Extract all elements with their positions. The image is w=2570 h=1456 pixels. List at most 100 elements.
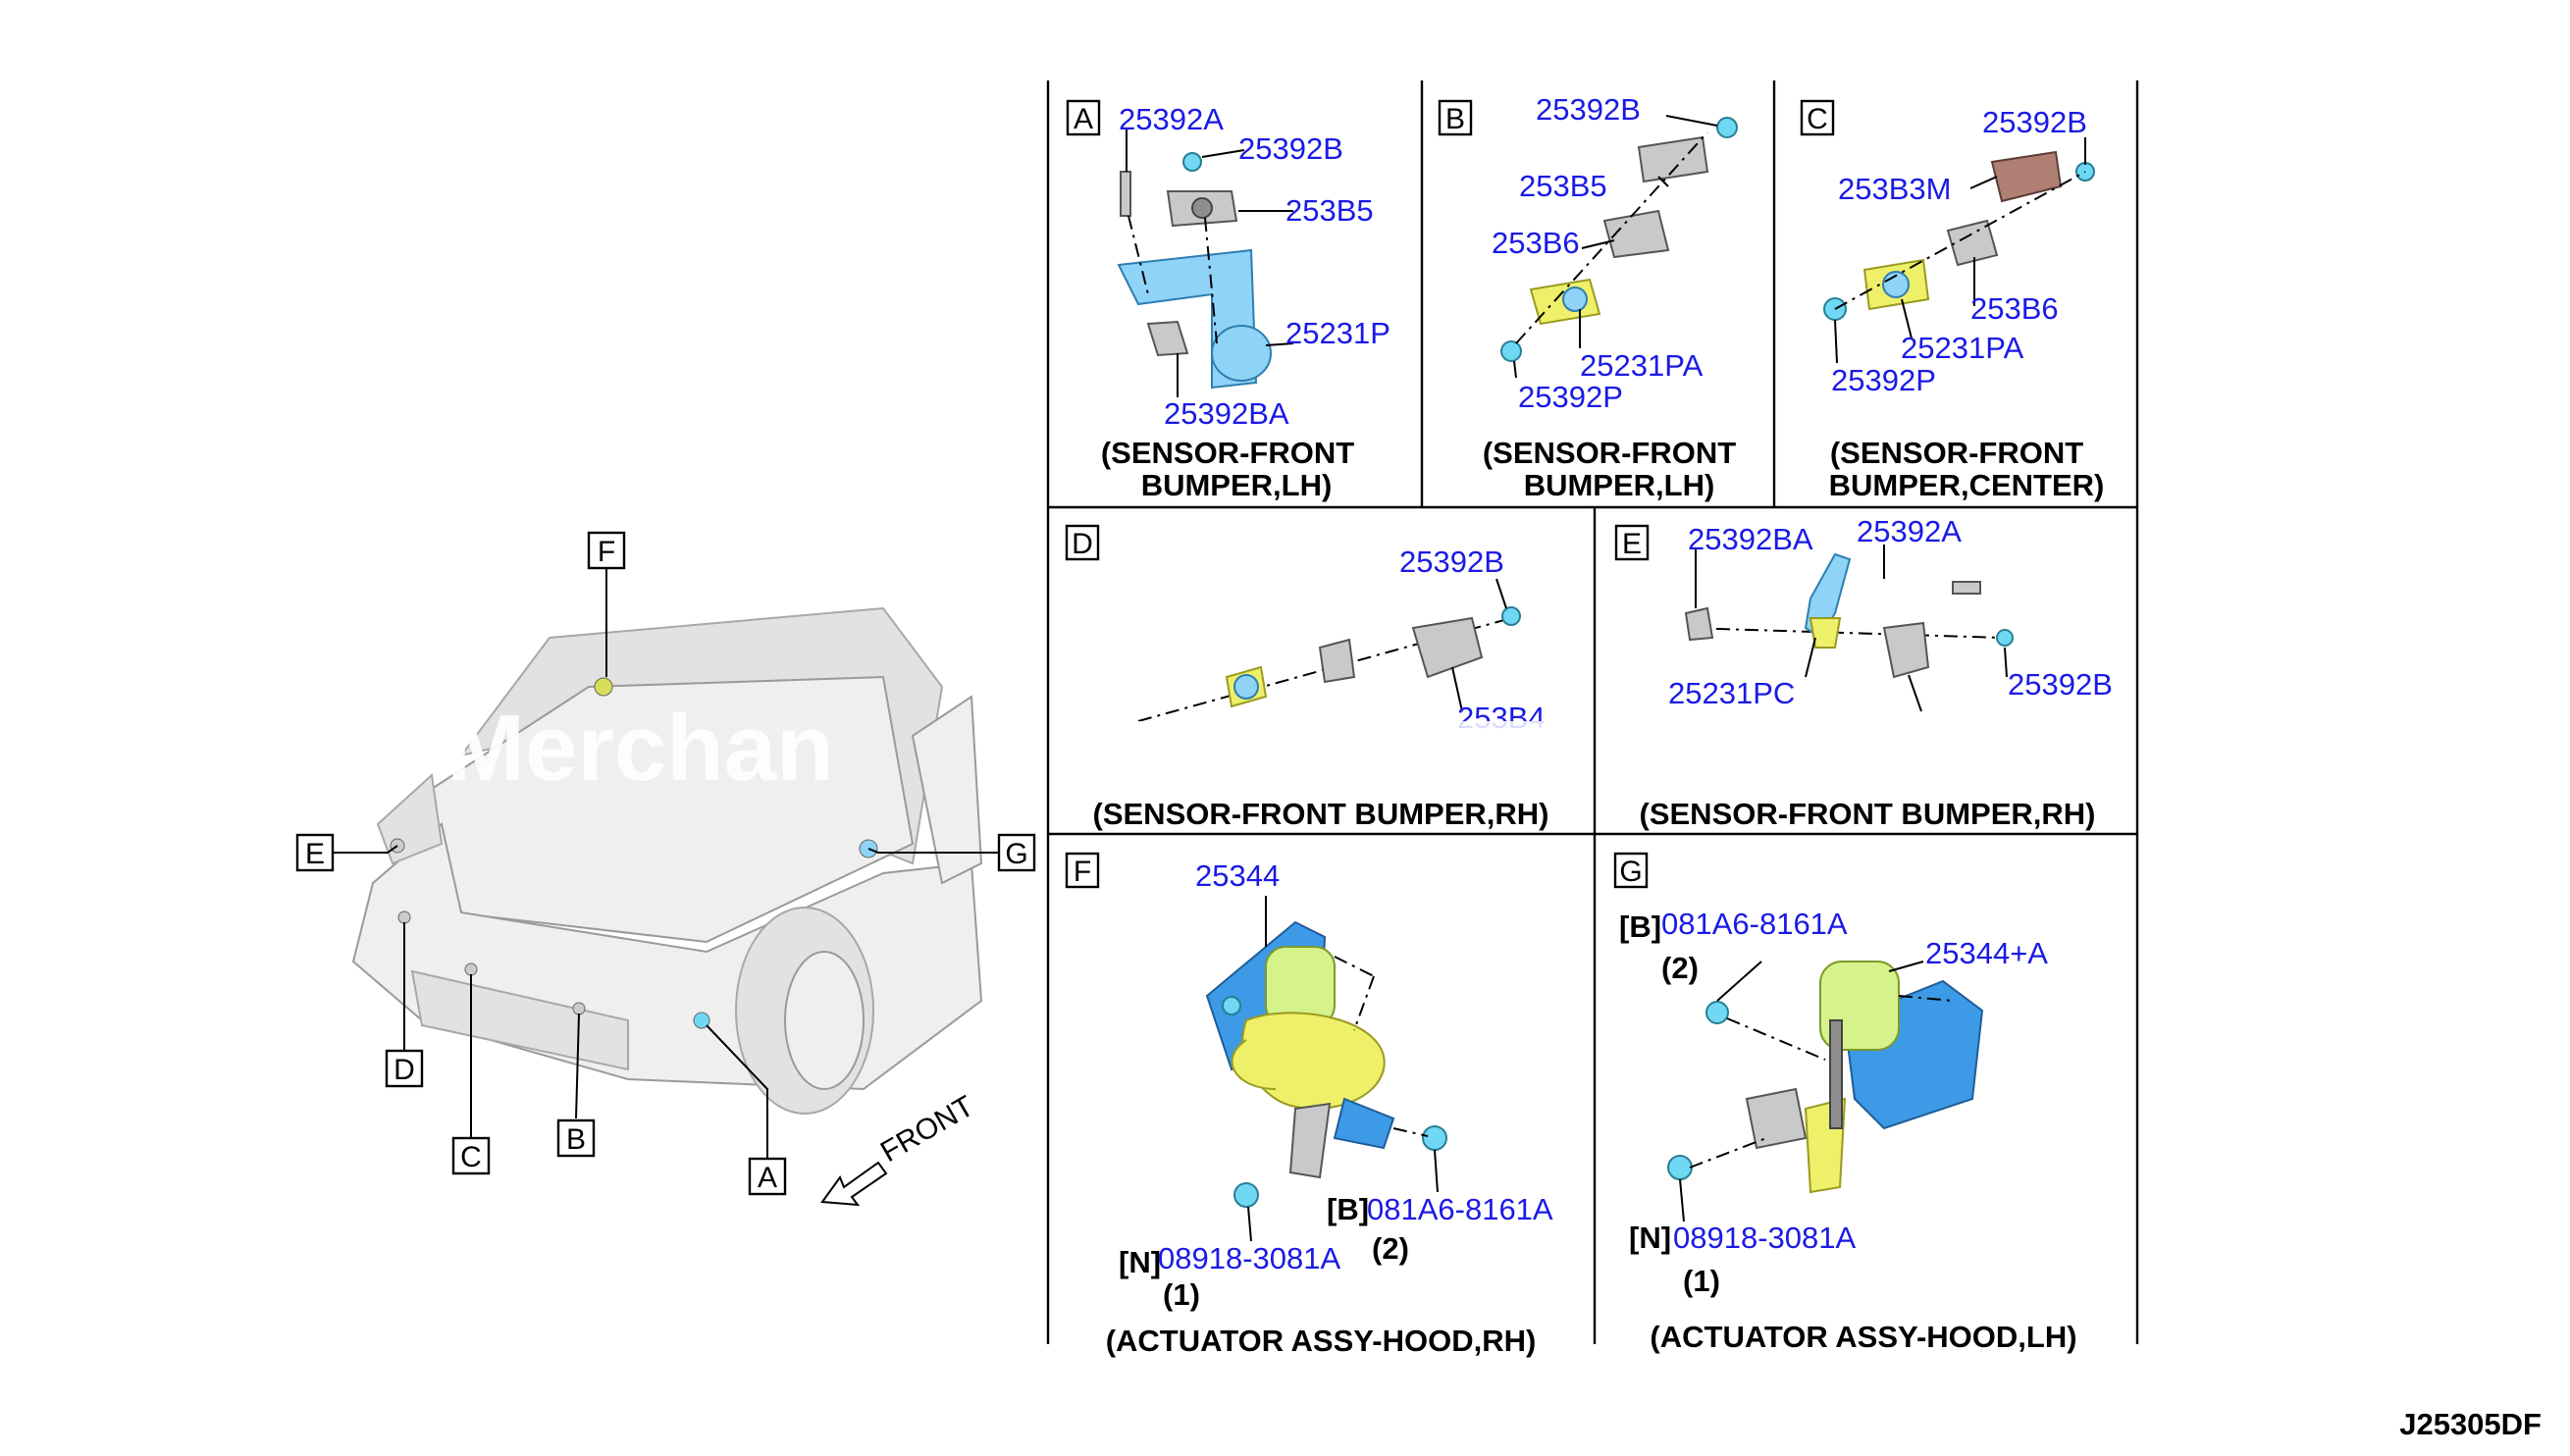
part-number: 25392BA (1164, 396, 1289, 431)
part-number: 253B6 (1970, 291, 2059, 326)
part-number: 25392B (1238, 131, 1343, 166)
panel-b-caption: (SENSOR-FRONT (1483, 436, 1736, 470)
callout-g: G (997, 833, 1036, 872)
marker-f (594, 677, 613, 697)
nut-08918 (1667, 1155, 1693, 1180)
part-number: 25231PA (1580, 348, 1704, 383)
part-number: 25344+A (1925, 936, 2048, 970)
panel-b: B 25392B 253B5 253B6 25231PA 25392P (SEN… (1438, 92, 1738, 502)
front-arrow: FRONT (820, 1090, 979, 1207)
part-number: 25392BA (1688, 522, 1813, 556)
bolt-081a6 (1705, 1001, 1729, 1024)
callout-c: C (451, 1136, 491, 1175)
sensor-25231pc (1804, 552, 1852, 640)
marker-d (397, 910, 411, 924)
holder-253b6 (1946, 219, 1999, 267)
part-number: 25392P (1518, 380, 1623, 414)
callout-a: A (748, 1157, 787, 1196)
part-number: 081A6-8161A (1661, 907, 1848, 941)
diagram-code: J25305DF (2399, 1407, 2542, 1441)
panel-f-caption: (ACTUATOR ASSY-HOOD,RH) (1106, 1324, 1537, 1358)
actuator-body (1241, 1012, 1386, 1110)
vehicle-overview (351, 606, 983, 1115)
fender (911, 695, 983, 885)
part-number: 25392A (1119, 102, 1224, 136)
watermark: Merchan (446, 696, 834, 801)
bracket-25392ba (1146, 320, 1189, 357)
part-number: 25392B (2008, 667, 2113, 702)
panel-e-letter: E (1622, 528, 1642, 560)
panel-a-caption: BUMPER,LH) (1141, 468, 1333, 502)
wheel-hub (784, 951, 865, 1090)
nut-prefix: [N] (1119, 1245, 1161, 1279)
panel-b-caption: BUMPER,LH) (1524, 468, 1715, 502)
panel-e: E 25392BA 25392A 25231PC 25392B (SENSOR-… (1600, 514, 2129, 831)
front-label: FRONT (875, 1090, 979, 1169)
marker-c (464, 962, 478, 976)
part-number: 08918-3081A (1673, 1221, 1856, 1255)
part-number: 25231PA (1901, 331, 2024, 365)
part-number: 25392P (1831, 363, 1936, 397)
callout-f: F (587, 531, 626, 570)
panel-a: A 25392A 25392B 253B5 25231P 25392BA (SE… (1066, 99, 1390, 502)
marker-b (572, 1002, 586, 1015)
panel-e-caption: (SENSOR-FRONT BUMPER,RH) (1640, 797, 2096, 831)
part-number: 25392B (1982, 105, 2087, 139)
callout-d: D (385, 1049, 424, 1088)
part-number: 253B5 (1519, 169, 1607, 203)
panel-f-letter: F (1074, 856, 1091, 888)
panel-a-letter: A (1074, 103, 1093, 135)
callout-b: B (556, 1118, 596, 1158)
bracket-253b5 (1637, 135, 1709, 183)
clip-25392a (1120, 171, 1131, 217)
clip-25392ba (1684, 606, 1714, 642)
panel-g-caption: (ACTUATOR ASSY-HOOD,LH) (1650, 1320, 2076, 1354)
part-number: 253B3M (1838, 172, 1951, 206)
part-number: 25344 (1195, 858, 1280, 893)
panel-d: D 25392B 253B4 (SENSOR-FRONT BUMPER,RH) (1055, 524, 1585, 831)
bolt-prefix: [B] (1327, 1192, 1369, 1226)
part-number: 25231P (1285, 316, 1390, 350)
connector (1333, 1097, 1395, 1150)
callout-e: E (295, 833, 335, 872)
grille (410, 969, 629, 1071)
part-number: 081A6-8161A (1367, 1192, 1553, 1226)
svg-text:A: A (758, 1162, 777, 1194)
panel-d-letter: D (1072, 528, 1093, 560)
svg-text:G: G (1005, 838, 1027, 870)
panel-c-letter: C (1807, 103, 1828, 135)
nut-08918 (1233, 1182, 1259, 1208)
quantity: (2) (1661, 951, 1699, 985)
panel-g-letter: G (1619, 856, 1642, 888)
svg-text:B: B (566, 1123, 586, 1156)
bolt-081a6 (1422, 1125, 1447, 1151)
marker-a (693, 1012, 710, 1029)
quantity: (2) (1372, 1231, 1409, 1266)
svg-text:F: F (598, 536, 615, 568)
bracket-gray (1745, 1087, 1808, 1150)
part-number: 25392A (1857, 514, 1962, 548)
grommet-25392b (1182, 152, 1202, 172)
bracket-253b4 (1411, 616, 1484, 679)
grommet-25392p (1500, 340, 1522, 362)
part-number: 25231PC (1668, 676, 1795, 710)
bracket-253b3m (1990, 150, 2063, 203)
overview-leaders (334, 569, 999, 1158)
quantity: (1) (1163, 1277, 1200, 1312)
panel-c: C 25392B 253B3M 253B6 25231PA 25392P (SE… (1800, 99, 2105, 502)
panel-f: F 25344 [B] 081A6-8161A (2) [N] 08918-30… (1065, 852, 1553, 1358)
holder (1318, 638, 1356, 684)
svg-text:C: C (460, 1141, 482, 1173)
holder-253b6 (1602, 209, 1670, 259)
panel-c-caption: BUMPER,CENTER) (1829, 468, 2105, 502)
grommet (1716, 117, 1738, 138)
panel-c-caption: (SENSOR-FRONT (1830, 436, 2083, 470)
svg-text:E: E (305, 838, 325, 870)
part-number: 253B6 (1492, 226, 1580, 260)
panel-a-caption: (SENSOR-FRONT (1101, 436, 1354, 470)
svg-text:D: D (393, 1054, 415, 1086)
nut-prefix: [N] (1629, 1221, 1671, 1255)
panel-grid (1046, 80, 2139, 1344)
panel-g: G [B] 081A6-8161A (2) 25344+A [N] 08918-… (1613, 852, 2077, 1354)
